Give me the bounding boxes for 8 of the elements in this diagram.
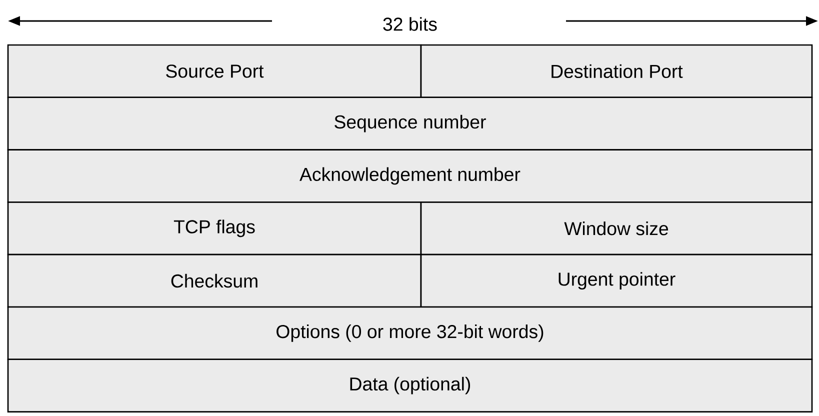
header-field-cell: TCP flags [7, 202, 422, 256]
header-field-cell: Data (optional) [7, 358, 813, 412]
header-field-cell: Checksum [7, 254, 422, 308]
header-field-cell: Destination Port [420, 44, 813, 98]
header-field-cell: Window size [420, 202, 813, 256]
header-field-cell: Source Port [7, 44, 422, 98]
header-field-cell: Urgent pointer [420, 254, 813, 308]
dimension-label: 32 bits [383, 17, 437, 31]
